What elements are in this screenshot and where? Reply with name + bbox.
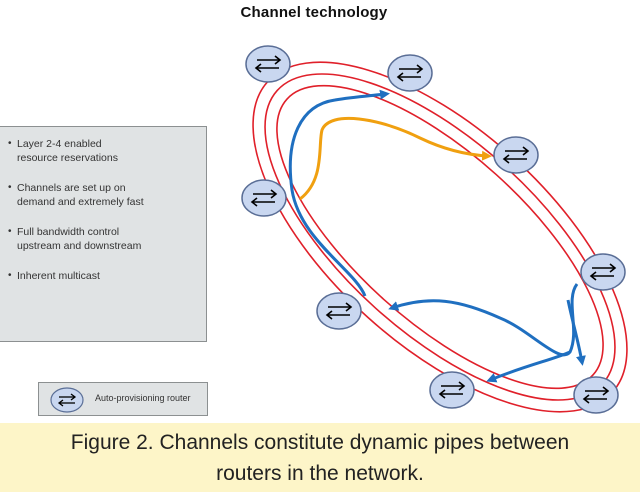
blue-channel-top [288, 89, 390, 297]
diagram-title: Channel technology [240, 4, 388, 21]
router-icon [493, 136, 539, 174]
legend-label: Auto-provisioning router [95, 393, 191, 403]
router-icon [316, 292, 362, 330]
feature-bullet: Inherent multicast [8, 269, 200, 283]
blue-channel-bottom-right [486, 350, 571, 383]
innermost-ring [276, 84, 604, 390]
caption-band: Figure 2. Channels constitute dynamic pi… [0, 423, 640, 492]
figure-caption: Figure 2. Channels constitute dynamic pi… [70, 431, 570, 485]
router-icon [387, 54, 433, 92]
router-icon [573, 376, 619, 414]
blue-channel-down [566, 299, 586, 366]
feature-list-panel: Layer 2-4 enabled resource reservations … [0, 126, 207, 342]
legend: Auto-provisioning router [38, 382, 208, 416]
orange-channel [299, 117, 492, 201]
router-icon [580, 253, 626, 291]
router-icon [241, 179, 287, 217]
feature-bullet: Layer 2-4 enabled resource reservations [8, 137, 200, 165]
router-icon [50, 387, 84, 413]
router-icon [429, 371, 475, 409]
feature-bullet: Full bandwidth control upstream and down… [8, 225, 200, 253]
router-icon [245, 45, 291, 83]
feature-bullet: Channels are set up on demand and extrem… [8, 181, 200, 209]
